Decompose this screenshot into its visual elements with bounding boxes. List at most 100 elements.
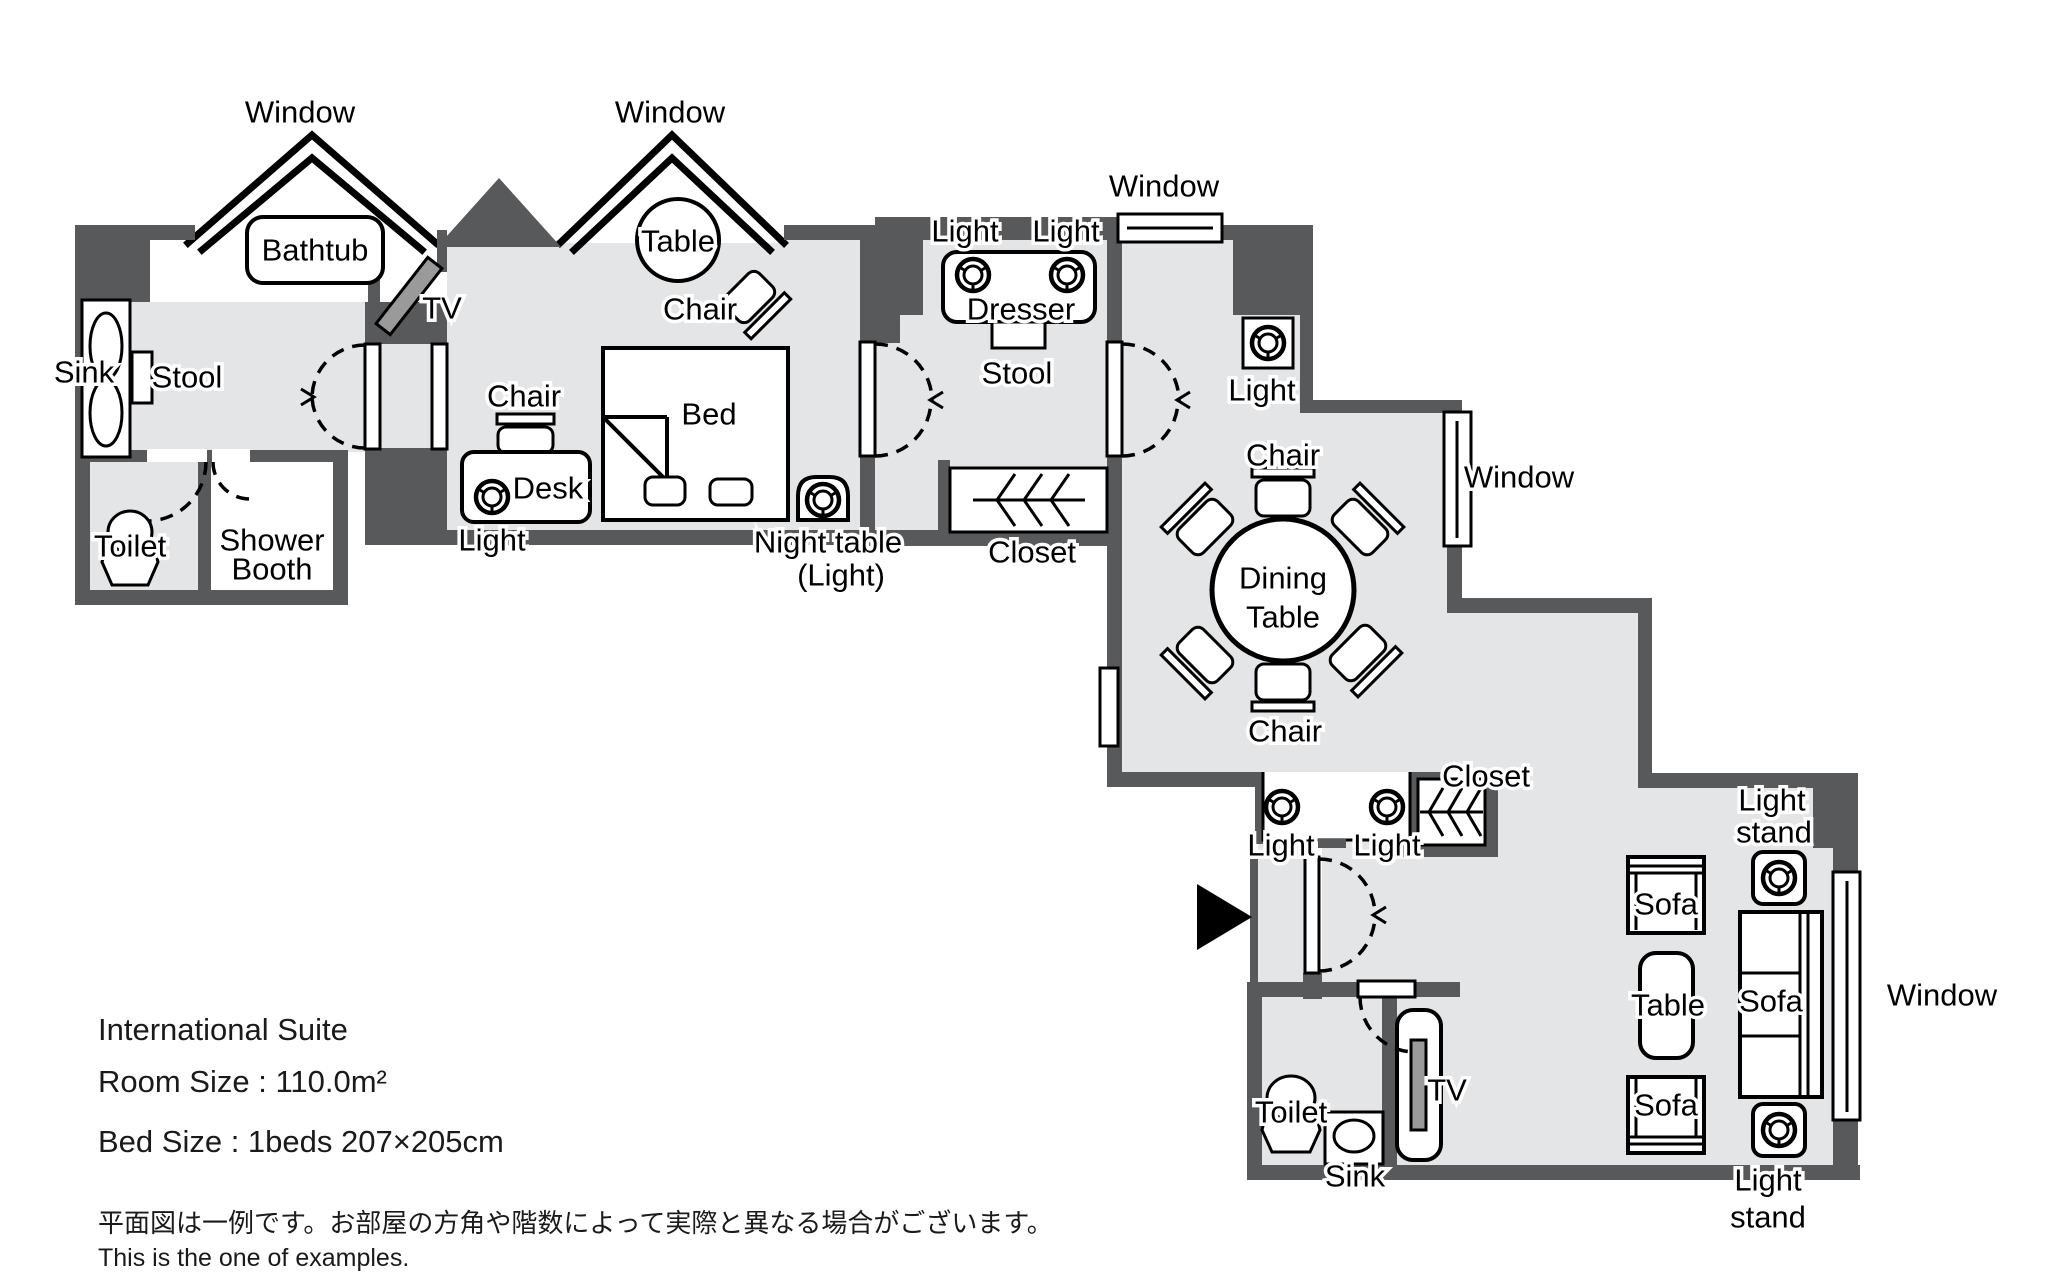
label-light-dining: Light — [1228, 373, 1296, 408]
corridor-closet — [948, 466, 1109, 534]
label-light-dresser-right: Light — [1032, 214, 1100, 249]
label-sink-living: Sink — [1325, 1159, 1386, 1194]
bay-window-2-outer — [555, 130, 789, 248]
label-light-stand-bottom-1: Light — [1734, 1163, 1802, 1198]
labels: Window Window Window Window Window Batht… — [50, 91, 2001, 1238]
label-connector — [1318, 839, 1346, 848]
dining-table — [1209, 516, 1357, 664]
label-chair-window: Chair — [663, 292, 737, 327]
shower-door-arc — [211, 461, 251, 501]
toilet-fixture — [100, 509, 160, 587]
dining-chair-ne — [1330, 481, 1406, 557]
dining-chair-north — [1250, 466, 1316, 518]
label-sink-bath: Sink — [54, 355, 115, 390]
door-arrow-icon — [1174, 390, 1191, 410]
label-table-bedroom: Table — [641, 224, 715, 259]
door-arcs — [147, 342, 1416, 1054]
corridor-left-door-arc — [874, 399, 933, 458]
entry-door-arc — [1318, 857, 1377, 916]
label-night-table-light: (Light) — [797, 558, 885, 593]
tv-living — [1395, 1008, 1443, 1162]
bay-window-2-inner — [569, 153, 775, 255]
shower-door-gap — [212, 449, 250, 462]
windows-and-jambs — [147, 212, 1862, 1122]
door-arrow-icon — [927, 390, 944, 410]
label-closet-living: Closet — [1442, 759, 1530, 794]
label-shower: Shower — [219, 523, 324, 558]
pillow-2 — [708, 477, 754, 507]
label-dresser: Dresser — [967, 292, 1076, 327]
dining-chair-south — [1250, 662, 1316, 713]
toilet2-door-gap — [1356, 979, 1417, 999]
bedroom-window-chair — [721, 269, 793, 341]
bedroom-door-jamb — [430, 342, 449, 451]
dining-chair-nw — [1159, 481, 1235, 557]
label-booth: Booth — [231, 552, 312, 587]
corridor-right-door-arc — [1121, 342, 1181, 402]
entry-light-left-icon — [1266, 791, 1298, 823]
sink-basin-2 — [88, 378, 124, 448]
door-arrow-icon — [1370, 905, 1387, 925]
bed-size: Bed Size : 1beds 207×205cm — [98, 1124, 504, 1159]
label-table-living: Table — [1631, 988, 1705, 1023]
room-size: Room Size : 110.0m² — [98, 1064, 387, 1099]
label-dining-2: Table — [1246, 600, 1320, 635]
corridor-left-door-jamb — [858, 340, 877, 458]
toilet2-fixture — [1260, 1074, 1322, 1154]
label-sofa-bottom: Sofa — [1634, 1088, 1699, 1123]
label-bathtub: Bathtub — [262, 233, 369, 268]
label-connector — [1002, 227, 1028, 236]
light-stand-top — [1751, 850, 1807, 906]
label-closet-corridor: Closet — [988, 535, 1076, 570]
dresser-light-left-icon — [957, 259, 989, 291]
corridor-right-door-arc — [1121, 399, 1180, 458]
label-stool-bath: Stool — [152, 360, 223, 395]
corridor-right-door-jamb — [1105, 340, 1124, 458]
door-arrow-icon — [300, 387, 317, 407]
sink2 — [1323, 1110, 1385, 1166]
label-window-dining-right: Window — [1464, 460, 1575, 495]
light-stand-bottom — [1751, 1102, 1807, 1158]
night-table-light-icon — [807, 484, 839, 516]
toilet-door-gap — [147, 449, 207, 462]
bay-window-1-inner — [197, 153, 427, 255]
tv-bedroom — [373, 255, 445, 337]
bay-windows — [183, 130, 789, 255]
label-tv-living: TV — [1427, 1073, 1467, 1108]
furniture — [80, 197, 1824, 1166]
label-light-stand-bottom-2: stand — [1730, 1200, 1806, 1235]
toilet2-door-arc — [1358, 996, 1416, 1054]
night-table — [796, 475, 850, 522]
label-chair-desk: Chair — [487, 379, 561, 414]
desk-light-icon — [476, 481, 508, 513]
suite-title: International Suite — [98, 1012, 348, 1047]
shower-booth-floor — [211, 462, 333, 590]
entry-door-jamb — [1303, 855, 1321, 975]
label-toilet-living: Toilet — [1255, 1095, 1328, 1130]
label-window-dining-top: Window — [1109, 169, 1220, 204]
label-sofa-right: Sofa — [1739, 984, 1804, 1019]
label-night-table: Night table — [754, 525, 902, 560]
sofa-top — [1626, 855, 1706, 935]
label-sofa-top: Sofa — [1634, 887, 1699, 922]
info-block: International Suite Room Size : 110.0m² … — [98, 1012, 1053, 1272]
toilet-door-arc — [147, 461, 208, 523]
entry-vestibule-floor — [1258, 830, 1310, 982]
pillow-1 — [643, 475, 687, 507]
dining-left-jamb — [1098, 666, 1120, 748]
label-light-stand-top-1: Light — [1738, 783, 1806, 818]
sofa-right — [1738, 910, 1824, 1099]
label-bed: Bed — [681, 397, 736, 432]
label-stool-dresser: Stool — [982, 356, 1053, 391]
bath-door-jamb — [363, 342, 382, 451]
entry-light-right-icon — [1371, 791, 1403, 823]
dresser-light-right-icon — [1051, 259, 1083, 291]
note-english: This is the one of examples. — [98, 1244, 409, 1272]
label-light-stand-top-2: stand — [1736, 815, 1812, 850]
label-toilet-bath: Toilet — [94, 529, 167, 564]
bathtub — [245, 215, 385, 285]
roof-triangle — [437, 178, 561, 247]
bay-window-2-interior — [560, 137, 782, 243]
